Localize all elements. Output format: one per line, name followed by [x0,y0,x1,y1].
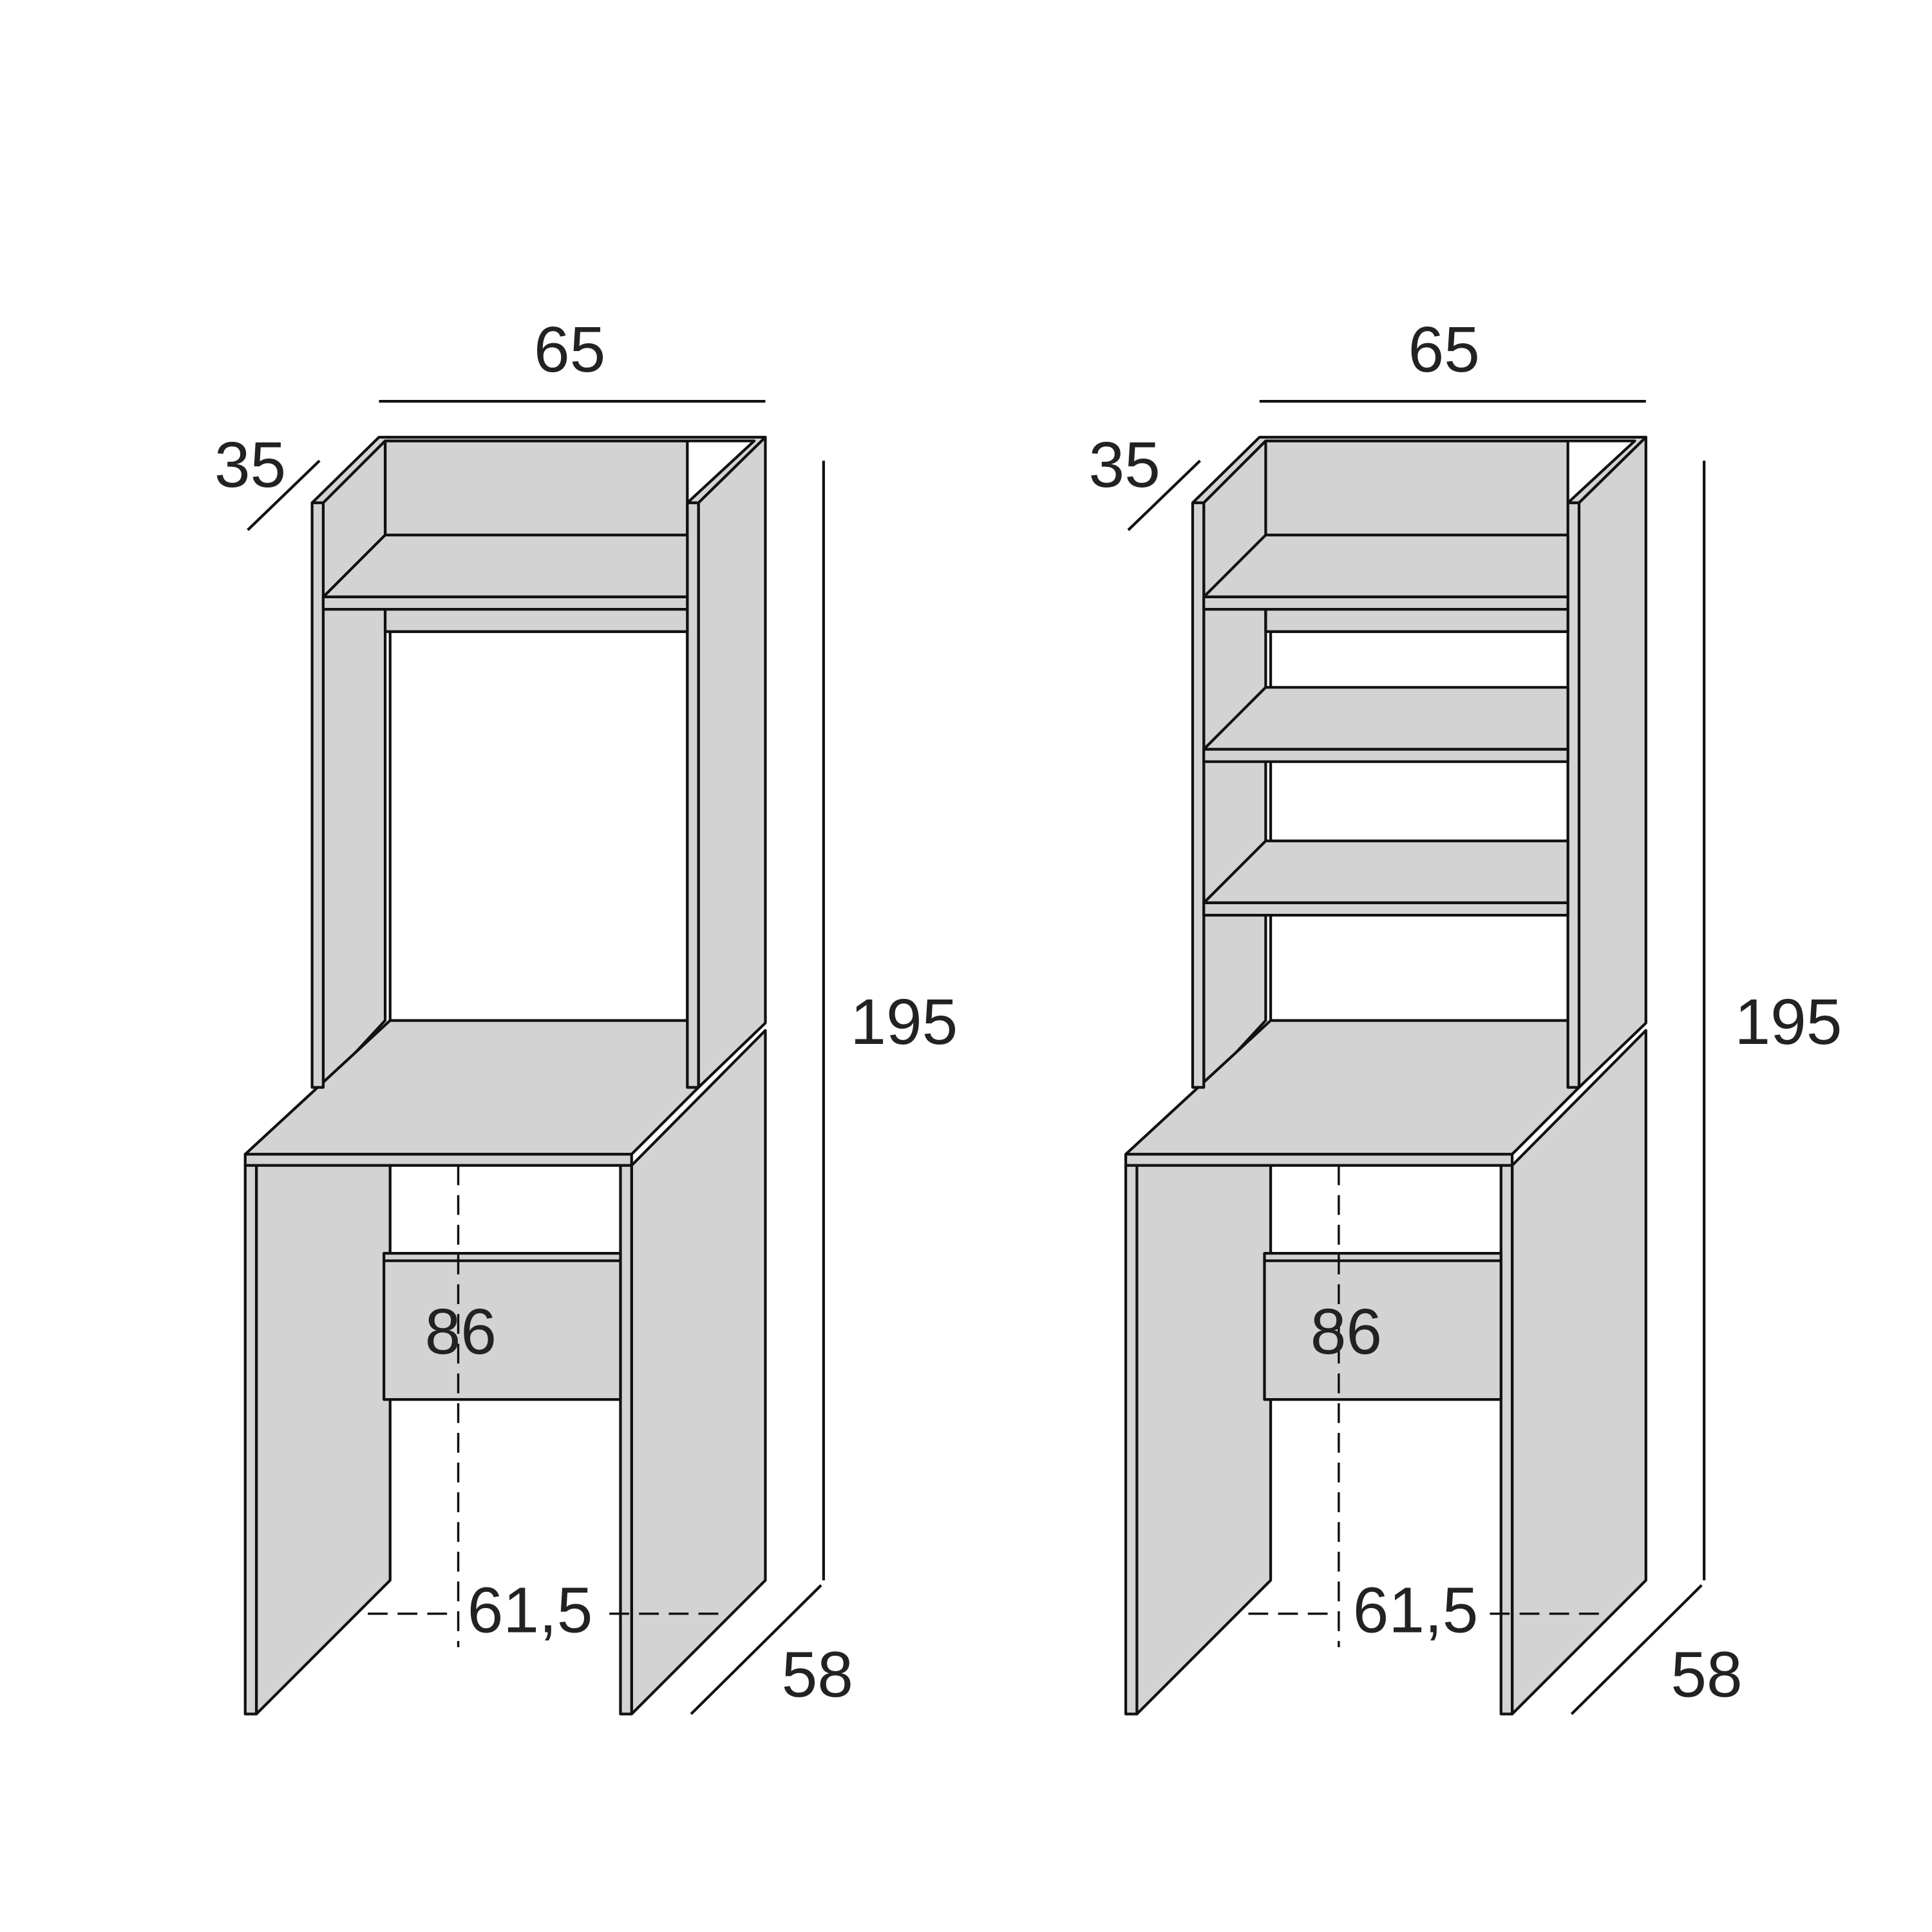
shelf [1204,841,1567,915]
knee-width-label: 61,5 [468,1575,593,1647]
hutch-depth-label: 35 [214,429,286,501]
desk-depth-label: 58 [1671,1639,1742,1711]
desk-hutch-drawing [1126,401,1704,1714]
unit-left: 65 35 195 86 61,5 58 [214,314,958,1714]
knee-width-label: 61,5 [1353,1575,1479,1647]
desk-height-label: 86 [1311,1296,1382,1368]
width-label: 65 [1408,314,1480,386]
shelf [1204,687,1567,761]
hutch-depth-label: 35 [1089,429,1160,501]
unit-right: 65 35 195 86 61,5 58 [1089,314,1842,1714]
width-label: 65 [534,314,605,386]
desk-depth-label: 58 [782,1639,853,1711]
height-label: 195 [1734,986,1842,1058]
desk-height-label: 86 [425,1296,497,1368]
desk-hutch-drawing [245,401,824,1714]
height-label: 195 [850,986,958,1058]
